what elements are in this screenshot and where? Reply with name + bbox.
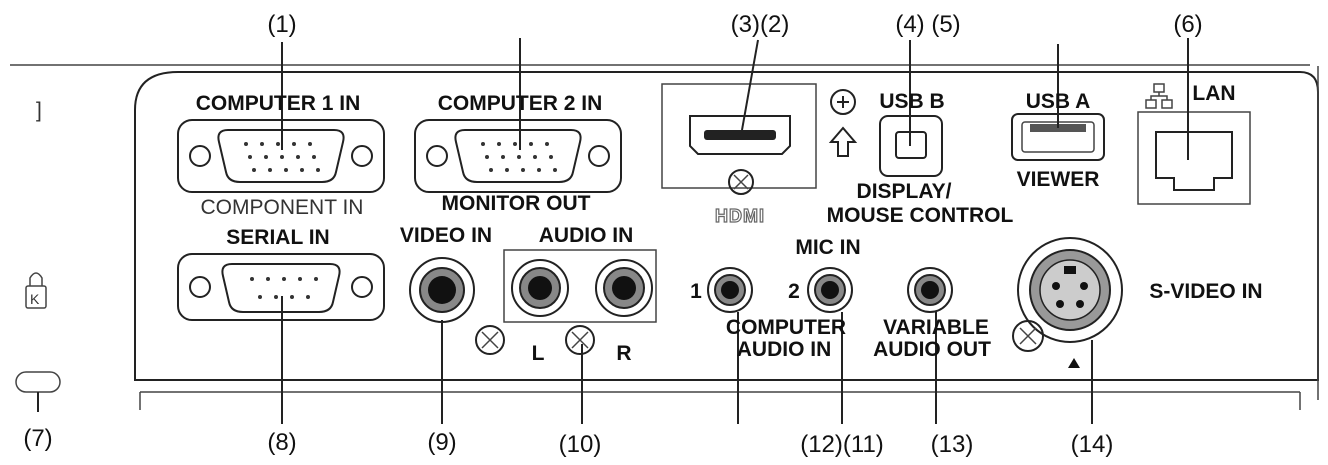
label-viewer: VIEWER: [1017, 168, 1100, 191]
callout-6: (6): [1173, 11, 1202, 38]
edge-mark: ]: [36, 99, 42, 122]
callout-1: (1): [267, 11, 296, 38]
label-mouse-control: MOUSE CONTROL: [827, 204, 1014, 227]
leader-lines: [37, 38, 1189, 424]
variable-audio-out-jack: [907, 267, 953, 313]
label-audio-in: AUDIO IN: [539, 224, 634, 247]
security-slot: [15, 371, 61, 393]
label-component-in: COMPONENT IN: [201, 196, 364, 219]
label-display: DISPLAY/: [857, 180, 952, 203]
screw-icon: [1012, 320, 1044, 352]
audio-in-box: [503, 249, 657, 323]
computer-audio-in-2-jack: [807, 267, 853, 313]
video-in-jack: [409, 257, 475, 323]
audio-in-right-jack: [595, 259, 653, 317]
callout-3-2: (3)(2): [731, 11, 790, 38]
screw-icon: [475, 325, 505, 355]
panel-housing: ]: [10, 64, 1319, 410]
computer-2-in-port: [414, 119, 622, 193]
label-audio-out-line2: AUDIO OUT: [873, 338, 991, 361]
label-usb-a: USB A: [1026, 90, 1091, 113]
label-video-in: VIDEO IN: [400, 224, 492, 247]
kensington-lock-icon: K: [25, 272, 47, 309]
label-s-video-in: S-VIDEO IN: [1149, 280, 1262, 303]
callout-4-5: (4) (5): [895, 11, 960, 38]
triangle-marker: [1068, 358, 1080, 368]
svg-text:K: K: [30, 291, 40, 307]
screw-icon: [565, 325, 595, 355]
label-audio-right: R: [616, 342, 631, 365]
label-computer-1-in: COMPUTER 1 IN: [196, 92, 361, 115]
callout-7: (7): [23, 425, 52, 452]
callout-13: (13): [931, 431, 974, 458]
callout-10: (10): [559, 431, 602, 458]
label-monitor-out: MONITOR OUT: [442, 192, 591, 215]
label-jack-1: 1: [690, 280, 702, 303]
label-computer-audio-line2: AUDIO IN: [737, 338, 832, 361]
lan-port: [1137, 111, 1251, 205]
callout-14: (14): [1071, 431, 1114, 458]
label-mic-in: MIC IN: [795, 236, 860, 259]
label-computer-audio-line1: COMPUTER: [726, 316, 846, 339]
callout-9: (9): [427, 429, 456, 456]
label-jack-2: 2: [788, 280, 800, 303]
hdmi-port: [661, 83, 817, 195]
label-audio-left: L: [532, 342, 545, 365]
computer-audio-in-1-jack: [707, 267, 753, 313]
label-usb-b: USB B: [879, 90, 944, 113]
label-lan: LAN: [1192, 82, 1235, 105]
plus-mark-icon: [830, 89, 856, 115]
label-hdmi: HDMI: [715, 206, 765, 226]
audio-in-left-jack: [511, 259, 569, 317]
network-icon: [1145, 83, 1173, 109]
label-computer-2-in: COMPUTER 2 IN: [438, 92, 603, 115]
label-serial-in: SERIAL IN: [226, 226, 329, 249]
s-video-in-port: [1017, 237, 1123, 343]
callout-12-11: (12)(11): [800, 431, 884, 458]
up-arrow-icon: [828, 126, 858, 157]
label-variable-line1: VARIABLE: [883, 316, 989, 339]
callout-8: (8): [267, 429, 296, 456]
